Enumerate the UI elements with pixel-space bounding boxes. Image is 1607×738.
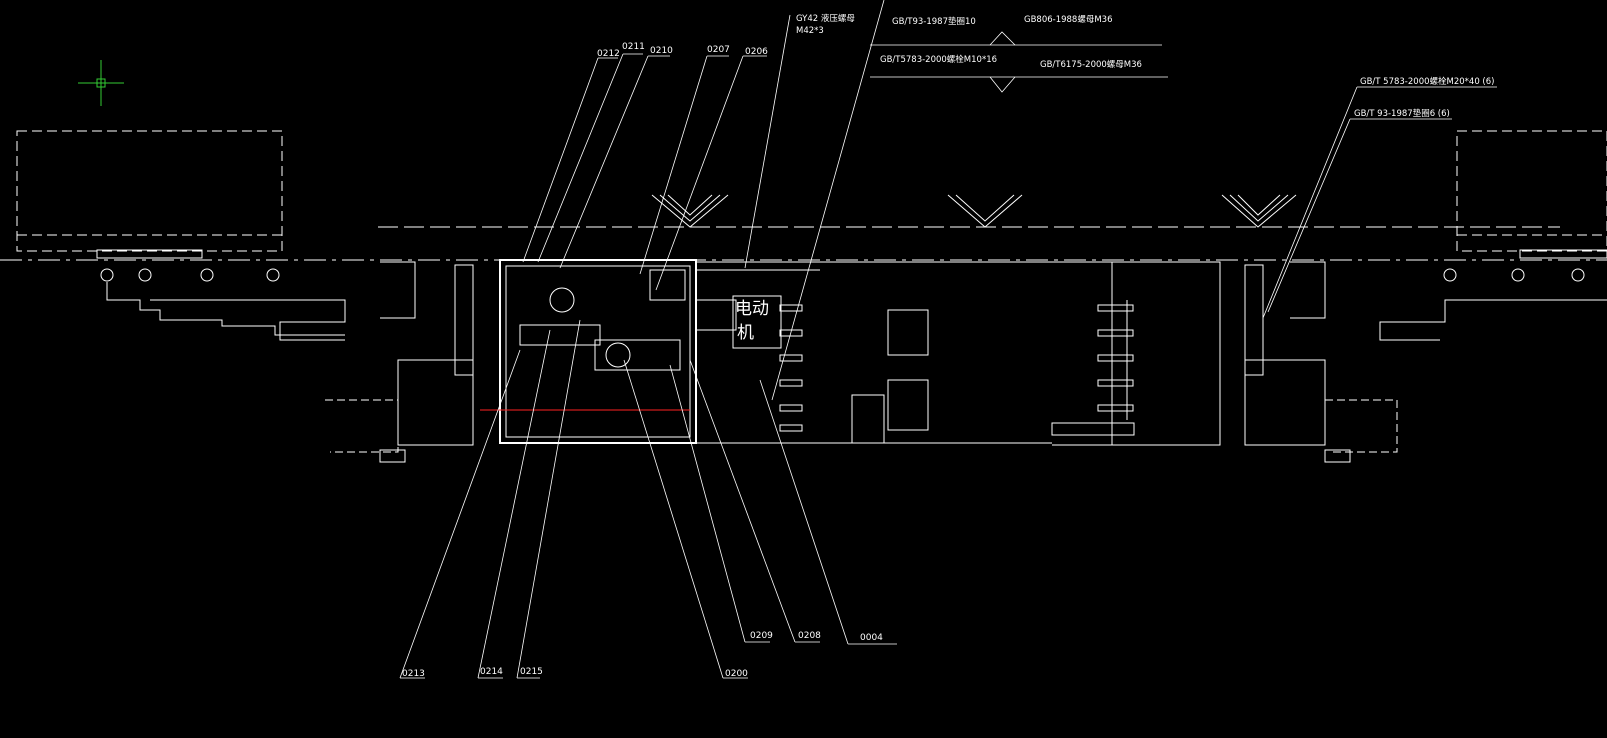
label-0208: 0208 bbox=[798, 631, 821, 641]
motor-label-2: 机 bbox=[737, 323, 754, 343]
label-0207: 0207 bbox=[707, 45, 730, 55]
left-rail-assembly bbox=[96, 249, 474, 463]
label-0214: 0214 bbox=[480, 667, 503, 677]
note-nut-gb806: GB806-1988螺母M36 bbox=[1024, 14, 1113, 25]
label-0210: 0210 bbox=[650, 46, 673, 56]
note-hydraulic-nut: GY42 液压螺母 bbox=[796, 13, 855, 24]
note-nut-gb6175: GB/T6175-2000螺母M36 bbox=[1040, 59, 1142, 70]
gearbox-housing bbox=[480, 259, 697, 444]
label-0215: 0215 bbox=[520, 667, 543, 677]
label-0211: 0211 bbox=[622, 42, 645, 52]
bolt-column-left bbox=[779, 304, 803, 432]
ucs-crosshair-icon bbox=[78, 60, 124, 106]
main-frame bbox=[696, 261, 1221, 446]
right-rail-assembly bbox=[1244, 249, 1607, 463]
label-0213: 0213 bbox=[402, 669, 425, 679]
note-hydraulic-nut-size: M42*3 bbox=[796, 26, 824, 36]
label-0212: 0212 bbox=[597, 49, 620, 59]
label-0206: 0206 bbox=[745, 47, 768, 57]
leader-lines bbox=[399, 0, 1497, 679]
label-0200: 0200 bbox=[725, 669, 748, 679]
motor-assembly bbox=[695, 269, 820, 349]
weld-symbol-2 bbox=[947, 194, 1023, 228]
motor-label-1: 电动 bbox=[735, 299, 769, 319]
label-0209: 0209 bbox=[750, 631, 773, 641]
note-bolt-m10: GB/T5783-2000螺栓M10*16 bbox=[880, 54, 997, 65]
bolt-column-right bbox=[1097, 304, 1134, 412]
note-washer-10: GB/T93-1987垫圈10 bbox=[892, 16, 976, 27]
right-dashed-box bbox=[1456, 130, 1607, 252]
weld-symbol-3 bbox=[1221, 194, 1297, 228]
label-0004: 0004 bbox=[860, 633, 883, 643]
note-washer-6: GB/T 93-1987垫圈6 (6) bbox=[1354, 108, 1450, 119]
weld-symbol-1 bbox=[651, 194, 729, 228]
left-dashed-box bbox=[16, 130, 283, 252]
note-bolt-m20: GB/T 5783-2000螺栓M20*40 (6) bbox=[1360, 76, 1494, 87]
